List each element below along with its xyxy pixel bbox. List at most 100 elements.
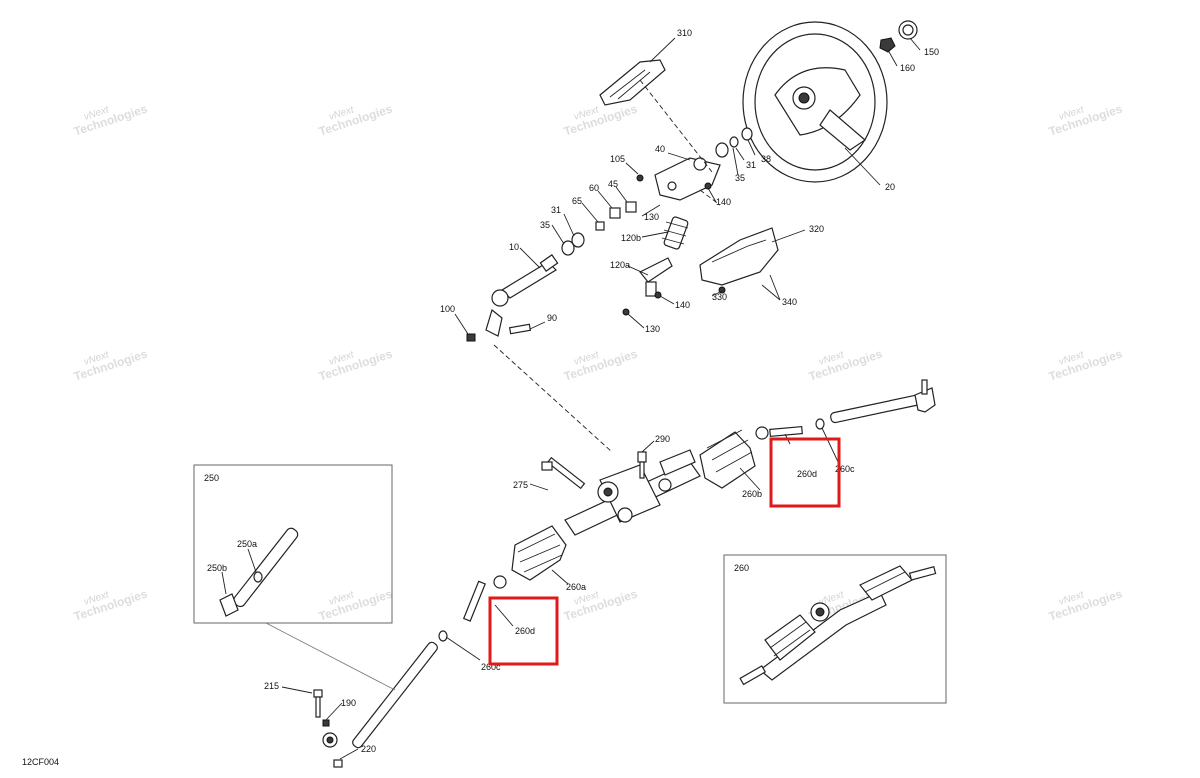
watermark: vNext Technologies xyxy=(72,347,149,384)
callout-340: 340 xyxy=(782,297,797,307)
steering-rack xyxy=(564,449,701,536)
svg-text:Technologies: Technologies xyxy=(562,347,639,384)
svg-text:Technologies: Technologies xyxy=(1047,587,1124,624)
column-bracket-40 xyxy=(654,157,721,201)
callout-105: 105 xyxy=(610,154,625,164)
callout-220: 220 xyxy=(361,744,376,754)
alignment-line xyxy=(699,189,721,206)
bolt-215 xyxy=(313,689,323,718)
callout-labels: 310 150 160 20 105 40 35 31 38 60 45 65 … xyxy=(207,28,939,754)
callout-250b: 250b xyxy=(207,563,227,573)
callout-260c: 260c xyxy=(835,464,855,474)
watermark: vNext Technologies xyxy=(317,347,394,384)
watermark: vNext Technologies xyxy=(72,587,149,624)
nut-220 xyxy=(333,759,343,768)
cover-320 xyxy=(699,227,779,286)
callout-10: 10 xyxy=(509,242,519,252)
svg-text:Technologies: Technologies xyxy=(807,347,884,384)
diagram-code: 12CF004 xyxy=(22,757,59,767)
callout-20: 20 xyxy=(885,182,895,192)
callout-35: 35 xyxy=(735,173,745,183)
callout-320: 320 xyxy=(809,224,824,234)
svg-text:Technologies: Technologies xyxy=(317,102,394,139)
callout-65: 65 xyxy=(572,196,582,206)
callout-260d: 260d xyxy=(515,626,535,636)
callout-260a: 260a xyxy=(566,582,586,592)
callout-260b: 260b xyxy=(742,489,762,499)
nut-190 xyxy=(322,719,330,727)
callout-31: 31 xyxy=(551,205,561,215)
callout-90: 90 xyxy=(547,313,557,323)
watermark: vNext Technologies xyxy=(807,347,884,384)
callout-330: 330 xyxy=(712,292,727,302)
highlight-box-260d-middle xyxy=(488,596,559,666)
watermark: vNext Technologies xyxy=(1047,347,1124,384)
bolt-90 xyxy=(508,323,532,335)
svg-text:Technologies: Technologies xyxy=(562,587,639,624)
inner-tie-rod-bottom xyxy=(462,575,507,622)
inset-250: 250 xyxy=(193,464,396,691)
callout-45: 45 xyxy=(608,179,618,189)
alignment-line xyxy=(493,344,613,453)
callout-120b: 120b xyxy=(621,233,641,243)
inset-label-260: 260 xyxy=(734,563,749,573)
watermark: vNext Technologies xyxy=(72,102,149,139)
callout-260d: 260d xyxy=(797,469,817,479)
watermark: vNext Technologies xyxy=(1047,102,1124,139)
watermark: vNext Technologies xyxy=(317,102,394,139)
nut-100 xyxy=(466,333,476,342)
small-fasteners xyxy=(561,174,726,316)
callout-38: 38 xyxy=(761,154,771,164)
callout-40: 40 xyxy=(655,144,665,154)
steering-wheel xyxy=(742,21,888,183)
callout-140: 140 xyxy=(675,300,690,310)
callout-290: 290 xyxy=(655,434,670,444)
boot-260a xyxy=(511,525,567,581)
inner-tie-rod-top xyxy=(755,425,803,440)
callout-150: 150 xyxy=(924,47,939,57)
callout-140: 140 xyxy=(716,197,731,207)
svg-text:Technologies: Technologies xyxy=(1047,102,1124,139)
callout-130: 130 xyxy=(644,212,659,222)
highlight-box-260d-top xyxy=(769,437,841,508)
tie-rod-right xyxy=(815,379,936,430)
watermark: vNext Technologies xyxy=(1047,587,1124,624)
spring-120b xyxy=(661,216,689,250)
washers-31-35-38 xyxy=(715,127,753,158)
svg-text:Technologies: Technologies xyxy=(1047,347,1124,384)
callout-260c: 260c xyxy=(481,662,501,672)
callout-215: 215 xyxy=(264,681,279,691)
inset-260: 260 xyxy=(723,554,947,704)
tie-rod-left xyxy=(322,630,448,749)
callout-160: 160 xyxy=(900,63,915,73)
intermediate-shaft-10 xyxy=(485,254,559,337)
callout-250a: 250a xyxy=(237,539,257,549)
callout-120a: 120a xyxy=(610,260,630,270)
svg-text:Technologies: Technologies xyxy=(562,102,639,139)
lever-120a xyxy=(639,257,673,297)
svg-text:Technologies: Technologies xyxy=(72,102,149,139)
boot-260b xyxy=(699,429,756,489)
watermark: vNext Technologies xyxy=(562,347,639,384)
svg-text:Technologies: Technologies xyxy=(317,347,394,384)
callout-275: 275 xyxy=(513,480,528,490)
callout-190: 190 xyxy=(341,698,356,708)
callout-130: 130 xyxy=(645,324,660,334)
callout-35: 35 xyxy=(540,220,550,230)
nut-160 xyxy=(879,37,896,53)
callout-310: 310 xyxy=(677,28,692,38)
svg-text:Technologies: Technologies xyxy=(72,587,149,624)
svg-text:Technologies: Technologies xyxy=(317,587,394,624)
steering-cap-150 xyxy=(898,20,918,40)
watermark-group: vNext Technologies vNext Technologies vN… xyxy=(72,102,1124,624)
svg-text:Technologies: Technologies xyxy=(72,347,149,384)
inset-leader xyxy=(265,622,396,691)
callout-31: 31 xyxy=(746,160,756,170)
callout-60: 60 xyxy=(589,183,599,193)
alignment-line xyxy=(639,79,713,173)
cover-310 xyxy=(599,59,666,106)
watermark: vNext Technologies xyxy=(317,587,394,624)
inset-label-250: 250 xyxy=(204,473,219,483)
